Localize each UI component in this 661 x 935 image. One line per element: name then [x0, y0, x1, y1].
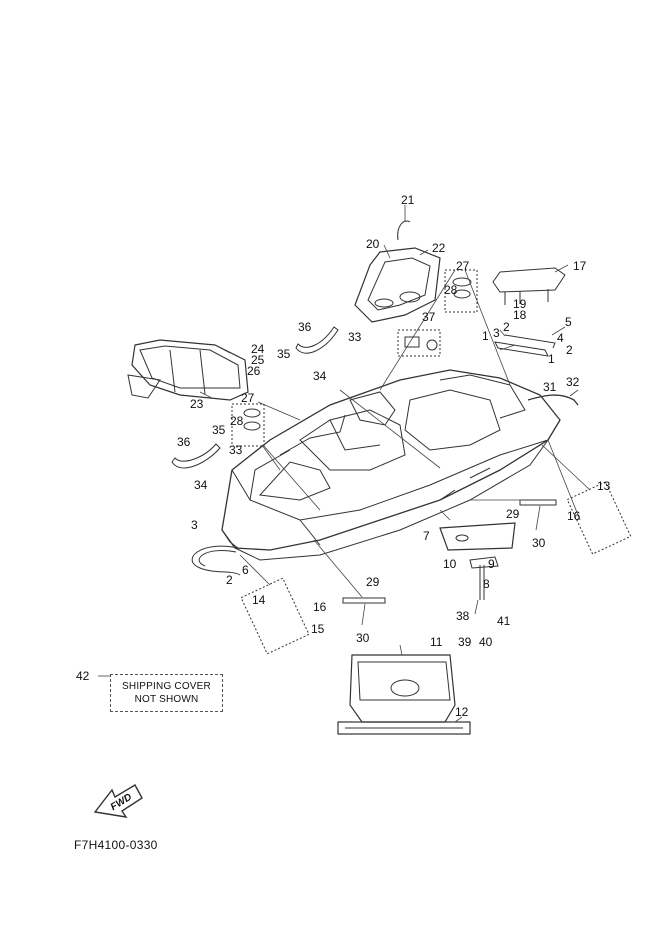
callout-18: 18 [513, 308, 527, 322]
boat-hull-drawing [221, 369, 561, 561]
callout-23: 23 [190, 397, 204, 411]
shipping-cover-note: SHIPPING COVER NOT SHOWN [110, 674, 223, 712]
callout-21: 21 [401, 193, 415, 207]
callout-28: 28 [230, 414, 244, 428]
windscreen-frame-drawing [127, 339, 249, 401]
diagram-code: F7H4100-0330 [74, 838, 158, 852]
callout-6: 6 [242, 563, 249, 577]
callout-1: 1 [548, 352, 555, 366]
switch-panel-drawing [397, 329, 441, 357]
fwd-arrow-icon [93, 784, 143, 818]
callout-17: 17 [573, 259, 587, 273]
callout-33: 33 [348, 330, 362, 344]
callout-25: 25 [251, 353, 265, 367]
callout-41: 41 [497, 614, 511, 628]
callout-37: 37 [422, 310, 436, 324]
rope-drawing [191, 545, 241, 576]
callout-3: 3 [191, 518, 198, 532]
pole-drawing [469, 556, 499, 600]
callout-22: 22 [432, 241, 446, 255]
callout-26: 26 [247, 364, 261, 378]
callout-35: 35 [277, 347, 291, 361]
callout-1: 1 [482, 329, 489, 343]
callout-27: 27 [241, 391, 255, 405]
hook-drawing [527, 394, 579, 406]
callout-4: 4 [557, 331, 564, 345]
callout-2: 2 [226, 573, 233, 587]
callout-19: 19 [513, 297, 527, 311]
callout-30: 30 [356, 631, 370, 645]
bracket-drawing [492, 267, 566, 305]
cleat-drawing [342, 499, 557, 604]
callout-32: 32 [566, 375, 580, 389]
fender-clip-drawing [240, 481, 632, 655]
callout-29: 29 [506, 507, 520, 521]
storage-lid-drawing [354, 220, 441, 323]
callout-20: 20 [366, 237, 380, 251]
callout-28: 28 [444, 283, 458, 297]
callout-8: 8 [483, 577, 490, 591]
callout-29: 29 [366, 575, 380, 589]
grab-handle-drawing [171, 326, 339, 469]
callout-11: 11 [430, 635, 443, 649]
note-line-1: SHIPPING COVER [122, 681, 211, 692]
callout-3: 3 [493, 326, 500, 340]
cup-holder-drawing [231, 269, 478, 447]
callout-31: 31 [543, 380, 557, 394]
callout-13: 13 [597, 479, 611, 493]
cushion-drawing [337, 721, 471, 735]
callout-27: 27 [456, 259, 470, 273]
callout-9: 9 [488, 557, 495, 571]
callout-7: 7 [423, 529, 430, 543]
callout-34: 34 [194, 478, 208, 492]
plate-drawing [439, 522, 516, 551]
callout-10: 10 [443, 557, 457, 571]
callout-34: 34 [313, 369, 327, 383]
callout-16: 16 [567, 509, 581, 523]
callout-2: 2 [566, 343, 573, 357]
callout-30: 30 [532, 536, 546, 550]
callout-38: 38 [456, 609, 470, 623]
callout-36: 36 [177, 435, 191, 449]
callout-40: 40 [479, 635, 493, 649]
callout-16: 16 [313, 600, 327, 614]
callout-5: 5 [565, 315, 572, 329]
callout-35: 35 [212, 423, 226, 437]
note-line-2: NOT SHOWN [134, 694, 199, 705]
leader-lines [98, 205, 591, 723]
callout-2: 2 [503, 320, 510, 334]
callout-36: 36 [298, 320, 312, 334]
rail-drawing [494, 334, 556, 357]
cooler-drawing [349, 654, 456, 723]
callout-14: 14 [252, 593, 266, 607]
callout-33: 33 [229, 443, 243, 457]
callout-15: 15 [311, 622, 325, 636]
callout-12: 12 [455, 705, 469, 719]
callout-39: 39 [458, 635, 472, 649]
callout-42: 42 [76, 669, 90, 683]
callout-24: 24 [251, 342, 265, 356]
